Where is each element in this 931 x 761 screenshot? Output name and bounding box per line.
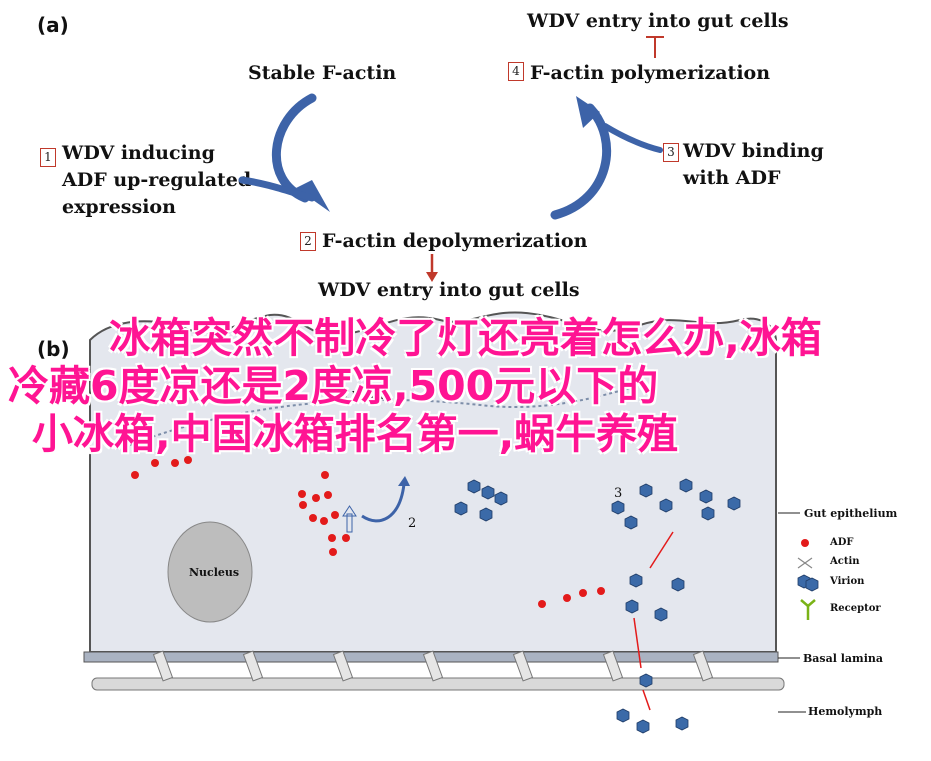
- step-1-badge: 1: [40, 148, 56, 167]
- step-1-line-2: ADF up-regulated: [62, 169, 252, 191]
- step-1-line-3: expression: [62, 196, 176, 218]
- legend-virion-icon: [797, 574, 819, 592]
- legend-actin-cross-icon: [797, 557, 813, 569]
- cycle-arrow-right-icon: [550, 103, 612, 220]
- step-2-label: F-actin depolymerization: [322, 230, 588, 252]
- gut-epithelium-label: Gut epithelium: [804, 507, 898, 520]
- legend-virion-label: Virion: [830, 576, 865, 587]
- panel-b-label: (b): [37, 337, 70, 361]
- gut-cell-diagram: [83, 311, 819, 734]
- gut-lumen-label: Gut lumen: [328, 391, 388, 402]
- stable-factin-label: Stable F-actin: [248, 62, 397, 84]
- step-3-line-1: WDV binding: [683, 140, 824, 162]
- legend-receptor-icon: [800, 599, 816, 620]
- membrane-pillars: [152, 650, 714, 682]
- legend-actin-label: Actin: [830, 556, 860, 567]
- red-down-arrow-icon: [426, 254, 438, 282]
- virions: [454, 478, 741, 734]
- gut-epithelial-cell: [89, 311, 777, 653]
- transport-arrows: [633, 531, 674, 711]
- overlay-line-1: 冰箱突然不制冷了灯还亮着怎么办,冰箱: [109, 314, 822, 362]
- step2-curved-arrow-icon: [361, 483, 406, 523]
- nucleus: [167, 521, 253, 623]
- overlay-line-3: 小冰箱,中国冰箱排名第一,蜗牛养殖: [32, 410, 679, 458]
- panel-a-label: (a): [37, 13, 69, 37]
- legend-receptor-label: Receptor: [830, 603, 881, 614]
- lower-membrane: [91, 677, 785, 691]
- step-4-label: F-actin polymerization: [530, 62, 771, 84]
- step-3-line-2: with ADF: [683, 167, 781, 189]
- basal-lamina-label: Basal lamina: [803, 652, 884, 665]
- hemolymph-label: Hemolymph: [808, 705, 883, 718]
- step-2-badge: 2: [300, 232, 316, 251]
- step-2-marker: 2: [408, 516, 417, 531]
- adf-dots: [131, 456, 605, 608]
- step-4-badge: 4: [508, 62, 524, 81]
- inhibition-icon: [646, 36, 664, 58]
- step-1-line-1: WDV inducing: [62, 142, 215, 164]
- legend-adf-label: ADF: [830, 537, 854, 548]
- nucleus-label: Nucleus: [189, 566, 240, 579]
- top-entry-label: WDV entry into gut cells: [527, 10, 789, 32]
- step-3-badge: 3: [663, 143, 679, 162]
- actin-filament: [129, 384, 641, 446]
- step-3-marker: 3: [614, 486, 623, 501]
- overlay-line-2: 冷藏6度凉还是2度凉,500元以下的: [8, 362, 659, 410]
- legend-adf-dot-icon: [801, 539, 809, 547]
- bottom-entry-label: WDV entry into gut cells: [318, 279, 580, 301]
- hollow-up-arrow-icon: [342, 505, 357, 533]
- step3-arrow-icon: [602, 123, 663, 153]
- step1-arrow-icon: [238, 176, 316, 202]
- cycle-arrows: [238, 93, 663, 220]
